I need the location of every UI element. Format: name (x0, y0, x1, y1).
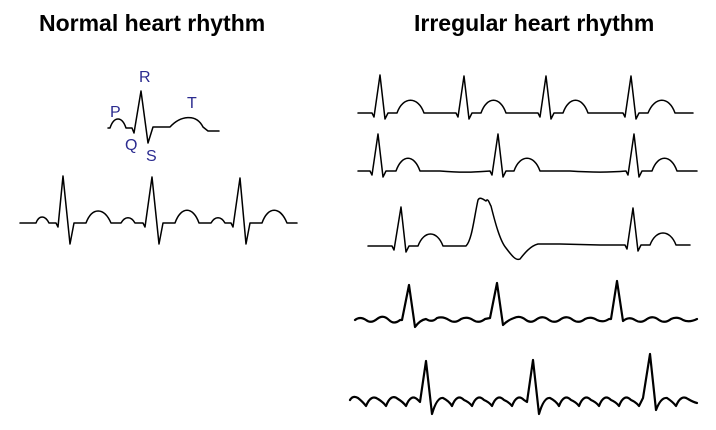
irregular-rhythm-heading: Irregular heart rhythm (414, 10, 655, 36)
normal-rhythm-strip (19, 175, 298, 245)
p-wave-label: P (110, 104, 121, 121)
labeled-pqrst-complex: P Q R S T (107, 69, 220, 165)
irregular-strip-1 (357, 74, 694, 120)
q-wave-label: Q (125, 137, 137, 154)
t-wave-label: T (187, 95, 197, 112)
irregular-strip-4 (353, 279, 699, 329)
irregular-strip-2 (357, 133, 698, 178)
irregular-strip-5 (348, 352, 699, 416)
normal-rhythm-heading: Normal heart rhythm (39, 10, 266, 36)
r-wave-label: R (139, 69, 151, 86)
labeled-beat-trace (107, 90, 220, 144)
irregular-strip-3 (367, 197, 691, 261)
s-wave-label: S (146, 148, 157, 165)
